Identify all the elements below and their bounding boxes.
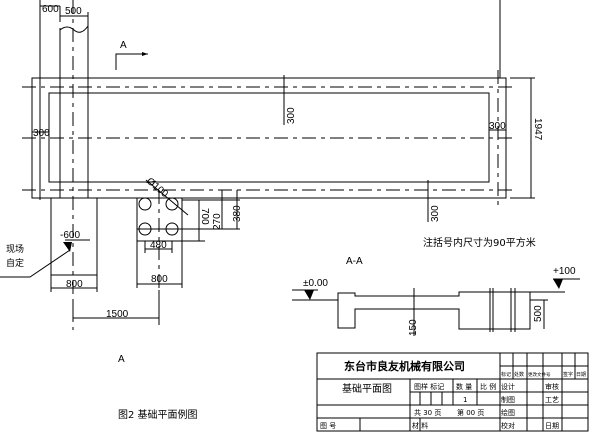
drawing-name: 基础平面图 — [342, 382, 392, 395]
leader-note-line2: 自定 — [6, 257, 24, 269]
anchor-hole — [138, 197, 152, 211]
leader-note-line1: 现场 — [6, 244, 24, 255]
anchor-hole — [165, 222, 179, 236]
figure-caption: 图2 基础平面例图 — [118, 408, 198, 421]
rev-header: 处数 — [514, 371, 524, 378]
title-block — [316, 352, 589, 432]
role-drafting: 制图 — [501, 395, 515, 404]
material-label: 材 料 — [412, 421, 428, 430]
rev-header: 签字 — [563, 371, 573, 378]
dim-600: 600 — [42, 4, 59, 15]
qty-label: 数 量 — [456, 382, 472, 391]
section-mark-top: A — [120, 40, 127, 51]
level-minus-600: -600 — [60, 230, 80, 241]
section-title: A-A — [346, 256, 363, 267]
dim-270: 270 — [212, 213, 223, 230]
left-column — [39, 0, 501, 330]
trench-plan — [22, 70, 535, 222]
qty-value: 1 — [463, 396, 467, 404]
dim-300-top: 300 — [286, 107, 297, 124]
level-zero: ±0.00 — [303, 278, 328, 289]
role-date: 日期 — [545, 422, 559, 430]
dim-300-bottom: 300 — [430, 205, 441, 222]
section-mark-bottom: A — [118, 354, 125, 365]
role-design: 设计 — [501, 382, 515, 391]
role-proofread: 校对 — [501, 421, 515, 430]
anchor-hole — [138, 222, 152, 236]
section-arrow-top — [115, 52, 148, 70]
stage-label: 图样 标记 — [414, 382, 444, 391]
level-plus-100: +100 — [553, 266, 576, 277]
dim-500-section: 500 — [533, 305, 544, 322]
role-process: 工艺 — [545, 396, 559, 404]
role-review: 审核 — [545, 382, 559, 391]
rev-header: 日期 — [576, 372, 586, 378]
dim-800-left: 800 — [66, 279, 83, 290]
dim-500: 500 — [65, 6, 82, 17]
dim-380: 380 — [232, 205, 243, 222]
section-view — [292, 278, 580, 336]
dim-700: 700 — [199, 208, 210, 225]
drawing-no-label: 图 号 — [320, 422, 336, 430]
anchor-hole — [165, 197, 179, 211]
dim-150: 150 — [408, 319, 419, 336]
dim-800-right: 800 — [151, 274, 168, 285]
company-name: 东台市良友机械有限公司 — [344, 359, 465, 373]
role-drawing: 绘图 — [501, 408, 515, 417]
note-text: 注括号内尺寸为90平方米 — [423, 236, 536, 249]
dim-300-left: 300 — [33, 128, 50, 139]
dim-1947: 1947 — [532, 118, 543, 141]
dim-1500: 1500 — [106, 309, 129, 320]
rev-header: 标记 — [501, 371, 511, 378]
dim-480: 480 — [150, 240, 167, 251]
sheets-total: 共 30 页 — [414, 408, 441, 417]
right-pedestal — [88, 179, 240, 330]
rev-header: 更改文件号 — [528, 371, 551, 378]
sheet-number: 第 00 页 — [457, 408, 484, 417]
dim-300-right: 300 — [489, 121, 506, 132]
scale-label: 比 例 — [480, 382, 496, 391]
